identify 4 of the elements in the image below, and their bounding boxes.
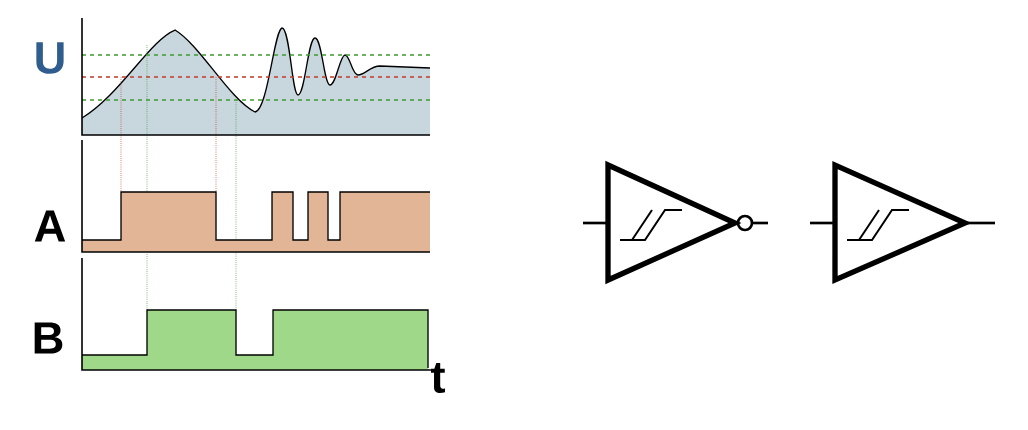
axis-label: t [431, 363, 445, 393]
axis-label: A [34, 210, 66, 242]
axis-label: B [34, 322, 63, 354]
axis-label: U [36, 42, 64, 74]
